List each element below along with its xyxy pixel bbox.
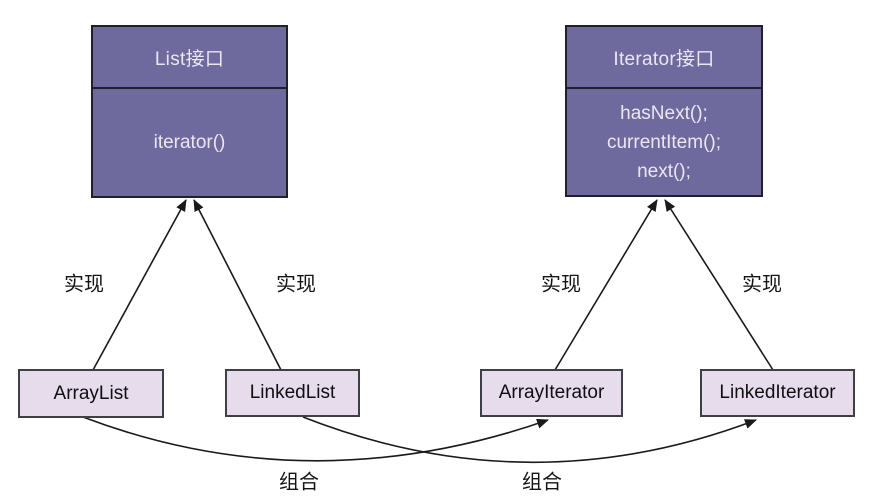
interface-title-iterator: Iterator接口 — [567, 27, 761, 89]
compose-edge-linkedlist-linkediterator — [302, 416, 757, 464]
realize-edge-linkedlist-list — [193, 199, 282, 371]
class-box-arraylist: ArrayList — [18, 369, 164, 418]
interface-method: iterator() — [153, 132, 226, 153]
interface-method: hasNext(); — [620, 102, 708, 124]
edge-label-compose-right: 组合 — [522, 471, 562, 494]
edge-label-realize-linkedlist: 实现 — [276, 273, 316, 296]
realize-edge-arraylist-list — [92, 199, 187, 371]
class-label: LinkedIterator — [719, 382, 836, 403]
interface-title-text: List接口 — [154, 48, 225, 70]
realize-edge-arrayiterator-iterator — [554, 199, 658, 371]
interface-methods-list: iterator() — [93, 89, 286, 196]
class-box-linkediterator: LinkedIterator — [700, 369, 855, 417]
interface-methods-iterator: hasNext(); currentItem(); next(); — [567, 89, 761, 195]
edge-label-compose-left: 组合 — [279, 471, 319, 494]
edge-label-realize-linkediterator: 实现 — [742, 273, 782, 296]
class-label: ArrayList — [53, 382, 129, 404]
compose-edge-arraylist-arrayiterator — [82, 416, 549, 462]
interface-box-iterator: Iterator接口 hasNext(); currentItem(); nex… — [565, 25, 763, 197]
interface-method: next(); — [637, 160, 691, 182]
edge-label-realize-arrayiterator: 实现 — [541, 273, 581, 296]
class-label: ArrayIterator — [498, 382, 605, 403]
realize-edge-linkediterator-iterator — [664, 199, 774, 371]
class-box-linkedlist: LinkedList — [225, 369, 360, 417]
class-box-arrayiterator: ArrayIterator — [480, 369, 623, 417]
edge-label-realize-arraylist: 实现 — [64, 273, 104, 296]
interface-title-text: Iterator接口 — [613, 48, 715, 70]
interface-title-list: List接口 — [93, 27, 286, 89]
interface-method: currentItem(); — [606, 131, 722, 153]
interface-box-list: List接口 iterator() — [91, 25, 288, 198]
class-label: LinkedList — [249, 382, 336, 403]
